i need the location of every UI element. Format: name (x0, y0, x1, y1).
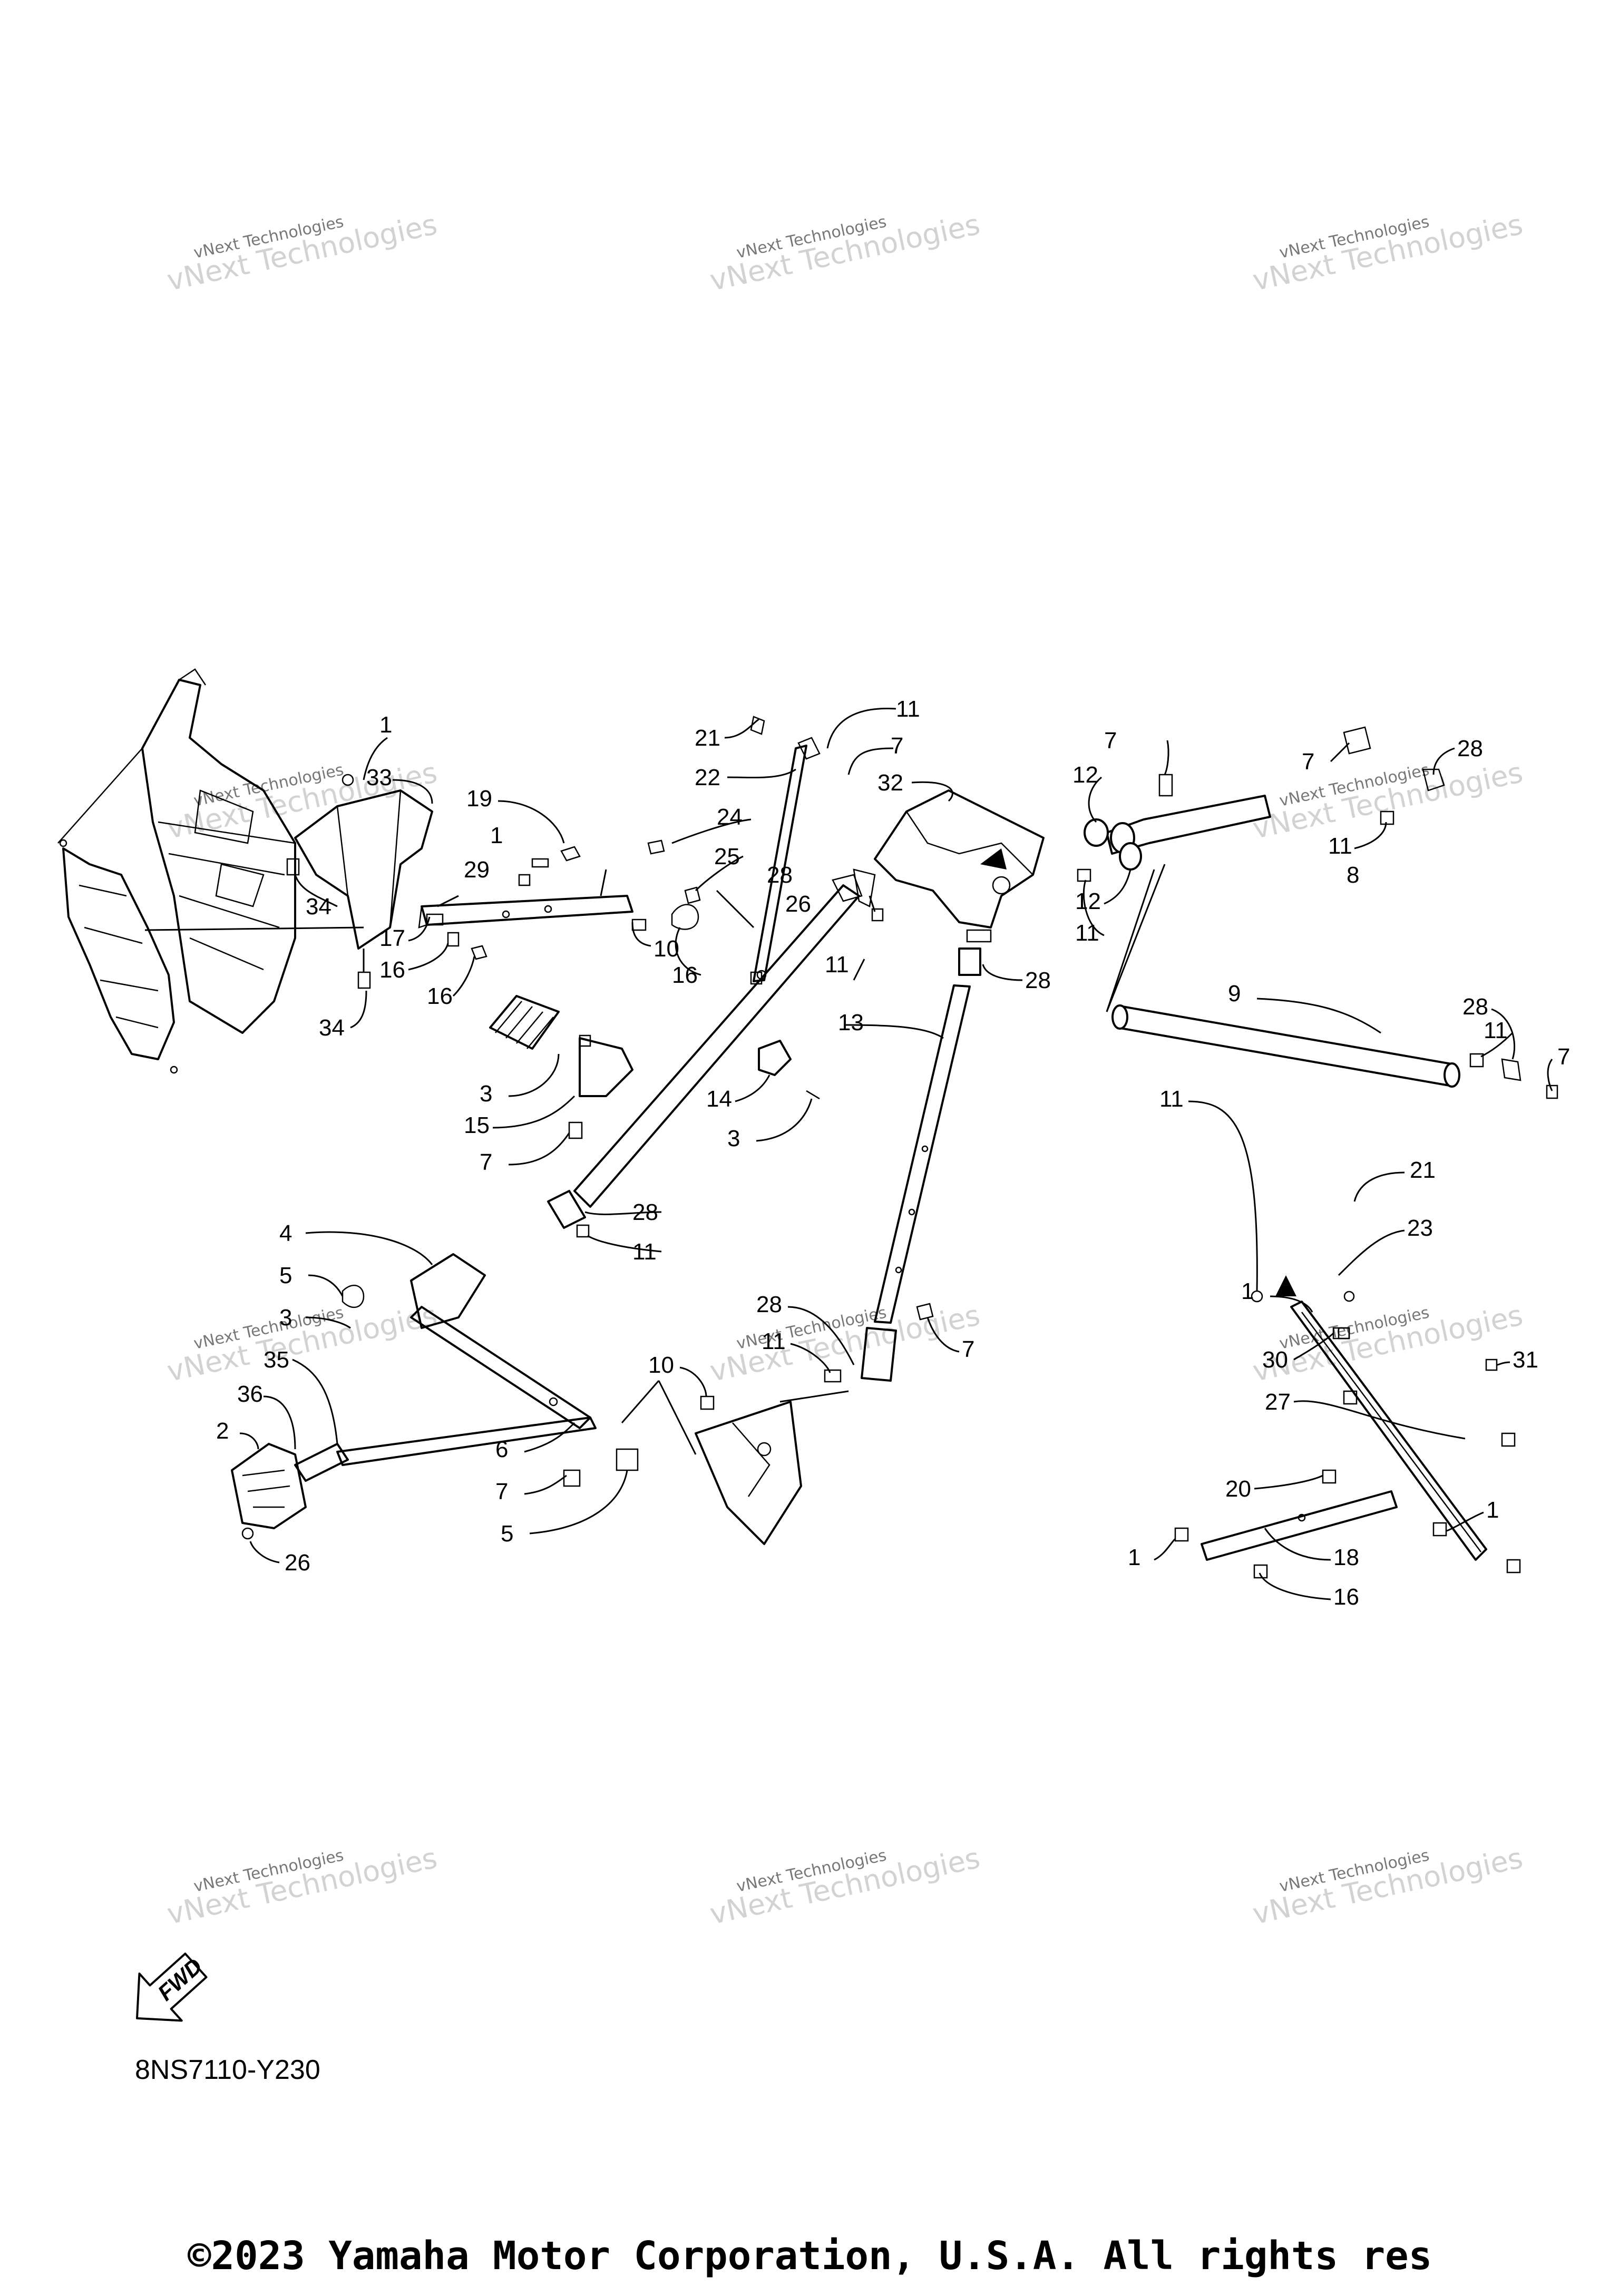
callout: 3 (480, 1081, 492, 1107)
callout: 7 (1557, 1044, 1570, 1070)
callout: 3 (279, 1305, 292, 1331)
callout: 20 (1225, 1476, 1251, 1502)
callout: 2 (216, 1418, 229, 1444)
callout: 27 (1265, 1389, 1291, 1415)
callout: 11 (825, 952, 849, 978)
bracket-33-drawing (286, 774, 433, 989)
callout: 16 (1333, 1584, 1359, 1610)
fwd-arrow-icon: FWD (136, 1952, 208, 2022)
callout: 1 (1486, 1497, 1499, 1523)
callout: 7 (1302, 749, 1314, 775)
callout: 26 (285, 1550, 310, 1576)
callout: 13 (838, 1010, 864, 1035)
callout: 7 (962, 1336, 974, 1362)
column-cover-32-drawing (874, 789, 1045, 943)
callout: 21 (695, 725, 720, 751)
callout: 35 (264, 1347, 289, 1373)
callout: 28 (767, 862, 793, 888)
callout: 7 (891, 733, 903, 759)
tube-9-drawing (1111, 1004, 1558, 1099)
steering-shaft-13-drawing (547, 868, 884, 1238)
callout: 1 (1128, 1545, 1140, 1570)
bracket-22-drawing (716, 716, 821, 982)
callout: 12 (1072, 762, 1098, 788)
copyright-notice: ©2023 Yamaha Motor Corporation, U.S.A. A… (188, 2233, 1432, 2279)
callout: 6 (495, 1437, 508, 1462)
callout: 33 (366, 765, 392, 790)
column-shaft-drawing (824, 947, 981, 1383)
tube-12-drawing (1077, 726, 1445, 1012)
callout: 31 (1513, 1347, 1538, 1373)
callout: 34 (319, 1015, 345, 1041)
callout: 10 (654, 936, 679, 962)
callout: 4 (279, 1220, 292, 1246)
callout: 15 (464, 1112, 490, 1138)
callout: 11 (896, 696, 920, 722)
callout: 9 (1228, 981, 1241, 1007)
callout: 11 (762, 1328, 786, 1354)
callout: 29 (464, 857, 490, 883)
fwd-label: FWD (153, 1953, 207, 2006)
crossbar-17-drawing (418, 869, 633, 929)
callout: 10 (648, 1352, 674, 1378)
callout: 16 (427, 983, 453, 1009)
callout: 7 (495, 1479, 508, 1504)
dashboard-panel-drawing (57, 668, 364, 1074)
callout: 5 (279, 1263, 292, 1288)
callout: 11 (1328, 833, 1352, 859)
callout: 3 (727, 1126, 740, 1151)
callout: 28 (756, 1292, 782, 1317)
callout: 11 (1159, 1086, 1184, 1112)
ecu-15-drawing (489, 995, 633, 1139)
callout: 5 (501, 1521, 513, 1547)
callout: 23 (1407, 1215, 1433, 1241)
callout: 26 (785, 891, 811, 917)
callout: 1 (1241, 1278, 1254, 1304)
callout: 7 (480, 1149, 492, 1175)
callout: 14 (706, 1086, 732, 1112)
callout: 22 (695, 765, 720, 790)
callout: 21 (1410, 1157, 1436, 1183)
callout: 32 (877, 770, 903, 796)
callout: 28 (1462, 994, 1488, 1020)
callout: 16 (379, 957, 405, 983)
leader-lines (239, 707, 1553, 1600)
frame-mount-drawing (695, 1390, 849, 1545)
bar-18-drawing (1174, 1469, 1447, 1579)
callout: 19 (466, 786, 492, 812)
callout: 12 (1075, 888, 1101, 914)
callout: 11 (1075, 920, 1099, 946)
eps-unit-drawing (231, 1253, 697, 1540)
callout: 11 (632, 1239, 657, 1265)
callout: 17 (379, 925, 405, 951)
callout: 1 (379, 712, 392, 738)
brace-23-drawing (1251, 1275, 1521, 1574)
callout: 1 (490, 823, 503, 848)
callout: 36 (237, 1381, 263, 1407)
callout: 11 (1484, 1018, 1508, 1043)
callout-labels: 1 33 34 17 16 16 34 19 29 1 24 25 10 16 … (216, 696, 1570, 1610)
diagram-code: 8NS7110-Y230 (135, 2055, 320, 2085)
connector-14-drawing (758, 1040, 820, 1100)
callout: 28 (1457, 736, 1483, 761)
callout: 8 (1347, 862, 1359, 888)
callout: 18 (1333, 1545, 1359, 1570)
callout: 7 (1104, 728, 1117, 754)
callout: 28 (1025, 968, 1051, 993)
callout: 30 (1262, 1347, 1288, 1373)
